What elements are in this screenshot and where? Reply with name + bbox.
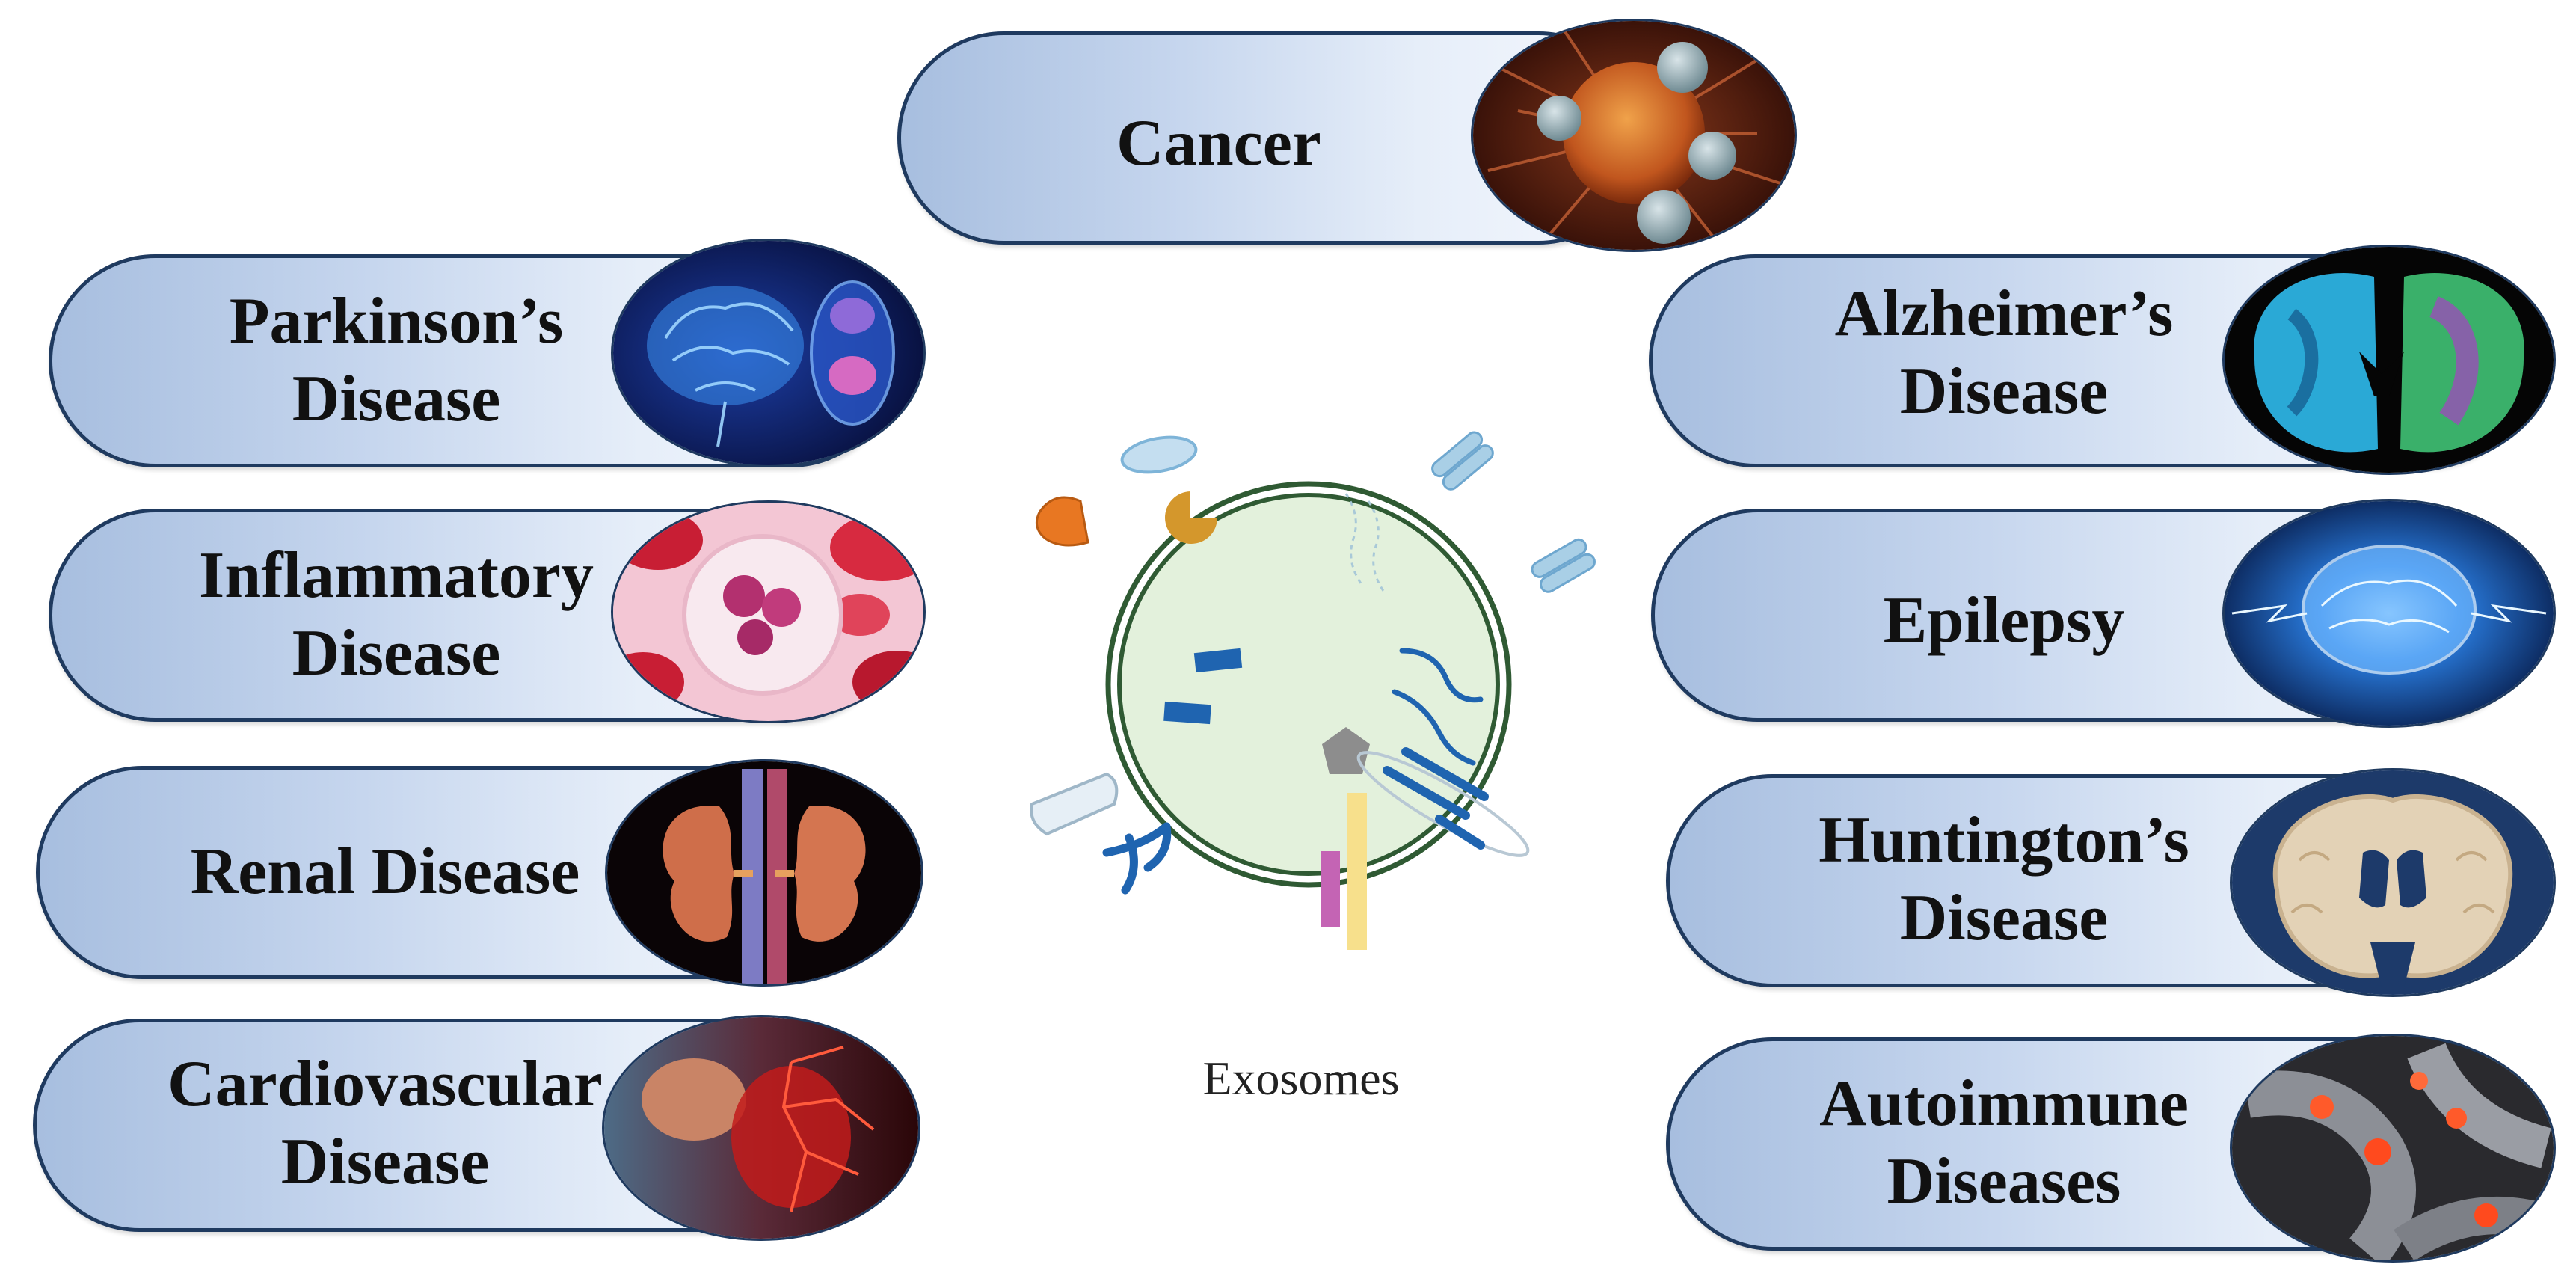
disease-label-huntingtons: Huntington’s Disease bbox=[1819, 804, 2189, 954]
integrin-icon bbox=[1356, 747, 1530, 857]
brain-scan-icon bbox=[2225, 247, 2554, 473]
transmembrane-protein-icon bbox=[1347, 793, 1367, 950]
disease-label-cardiovascular: Cardiovascular Disease bbox=[167, 1048, 603, 1198]
disease-label-renal: Renal Disease bbox=[190, 835, 580, 908]
white-blood-cell-icon bbox=[613, 503, 923, 721]
orange-protein-icon bbox=[1035, 496, 1089, 547]
brain-section-icon bbox=[2232, 770, 2554, 995]
kidney-icon bbox=[607, 761, 921, 984]
cancer-cell-icon bbox=[1473, 21, 1795, 250]
disease-label-cancer: Cancer bbox=[1116, 107, 1321, 180]
ochre-protein-icon bbox=[1165, 491, 1217, 544]
tetraspanin-icon bbox=[1431, 431, 1494, 491]
disease-label-alzheimers: Alzheimer’s Disease bbox=[1834, 277, 2174, 428]
brain-neuron-icon bbox=[613, 241, 923, 465]
electric-brain-icon bbox=[2225, 501, 2554, 726]
exosomes-label: Exosomes bbox=[1202, 1052, 1400, 1105]
membrane-channel-icon bbox=[1030, 772, 1119, 836]
rna-strand-icon bbox=[1344, 493, 1385, 592]
receptor-icon bbox=[1102, 822, 1172, 895]
blue-protein-icon bbox=[1163, 701, 1211, 725]
membrane-protein-disc-icon bbox=[1120, 435, 1198, 474]
exosome-membrane-outer bbox=[1105, 481, 1512, 888]
transmembrane-protein-icon bbox=[1321, 851, 1340, 927]
blue-protein-icon bbox=[1193, 648, 1243, 673]
exosome-diagram bbox=[1030, 431, 1596, 950]
disease-label-autoimmune: Autoimmune Diseases bbox=[1819, 1067, 2189, 1218]
disease-label-parkinsons: Parkinson’s Disease bbox=[229, 285, 564, 435]
inflamed-joints-icon bbox=[2232, 1036, 2554, 1260]
rna-strand-icon bbox=[1392, 648, 1484, 766]
disease-label-epilepsy: Epilepsy bbox=[1883, 584, 2125, 657]
heart-vessels-icon bbox=[604, 1017, 918, 1239]
tetraspanin-icon bbox=[1531, 538, 1596, 593]
disease-label-inflammatory: Inflammatory Disease bbox=[199, 539, 594, 690]
grey-molecule-icon bbox=[1322, 727, 1370, 774]
